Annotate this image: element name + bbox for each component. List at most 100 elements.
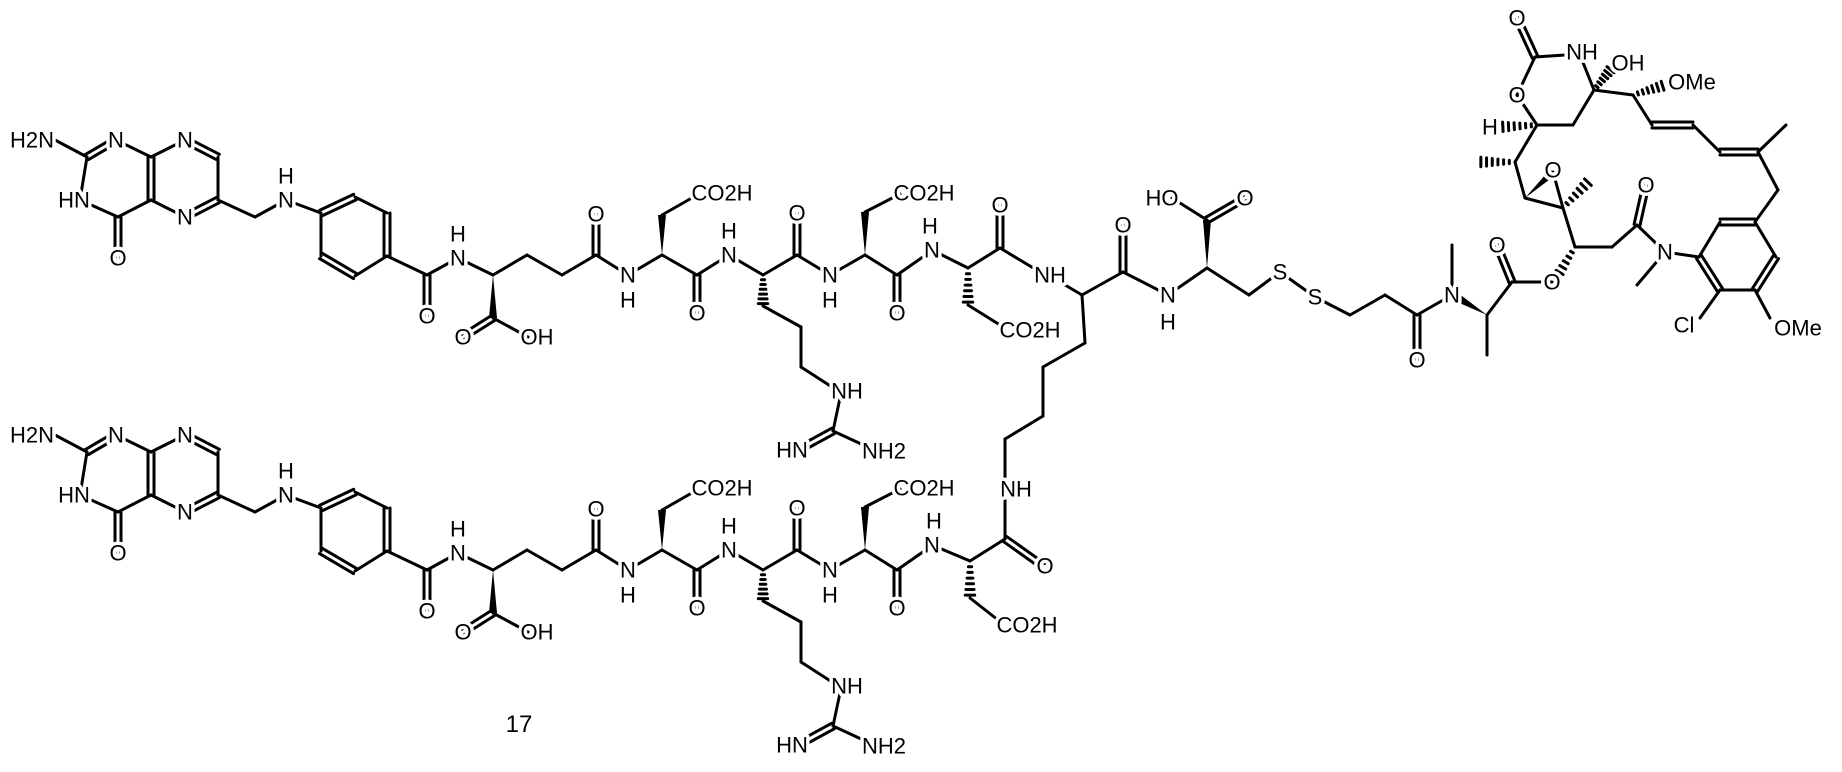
atom-label: H — [620, 288, 636, 313]
single-bond — [387, 256, 427, 275]
atom-label: N — [620, 558, 636, 583]
single-bond — [218, 495, 255, 512]
atom-label: O — [418, 599, 435, 624]
atom-label: N — [278, 483, 294, 508]
atom-label: H — [822, 583, 838, 608]
atom-label: H — [1482, 115, 1498, 140]
single-bond — [865, 255, 897, 275]
atom-label: N — [721, 243, 737, 268]
single-bond — [1515, 125, 1537, 162]
single-bond — [865, 550, 897, 570]
atom-label: O — [1114, 213, 1131, 238]
atom-label: N — [177, 128, 193, 153]
atom-label: H — [721, 219, 737, 244]
single-bond — [355, 197, 387, 213]
atom-label: O — [688, 301, 705, 326]
atom-label: O — [1036, 554, 1053, 579]
atom-label: O — [1508, 6, 1525, 31]
single-bond — [1755, 190, 1778, 222]
atom-label: O — [418, 304, 435, 329]
atom-label: O — [688, 596, 705, 621]
atom-label: O — [109, 246, 126, 271]
atom-label: CO2H — [691, 181, 752, 206]
single-bond — [1758, 152, 1778, 190]
atom-label: OMe — [1668, 70, 1716, 95]
single-bond — [355, 551, 387, 571]
atom-label: H — [450, 222, 466, 247]
single-bond — [55, 140, 87, 157]
wedge-bond — [658, 510, 666, 550]
atom-label: NH — [1566, 40, 1598, 65]
atom-label: NH — [831, 674, 863, 699]
atom-label: N — [177, 500, 193, 525]
atom-label: N — [1160, 283, 1176, 308]
wedge-bond — [1456, 295, 1487, 315]
atom-label: CO2H — [893, 181, 954, 206]
single-bond — [1005, 416, 1043, 439]
atom-label: O — [587, 202, 604, 227]
single-bond — [662, 255, 697, 275]
single-bond — [1758, 125, 1786, 152]
atom-label: N — [1657, 240, 1673, 265]
single-bond — [1385, 295, 1417, 315]
atom-label: N — [450, 246, 466, 271]
single-bond — [1582, 60, 1594, 90]
atom-label: H — [278, 164, 294, 189]
hashed-bond — [1481, 157, 1509, 166]
atom-label: H — [721, 514, 737, 539]
single-bond — [801, 662, 832, 682]
atom-label: N — [278, 188, 294, 213]
double-bond — [1752, 255, 1778, 291]
single-bond — [55, 435, 87, 452]
single-bond — [1699, 222, 1720, 257]
double-bond — [320, 194, 357, 215]
single-bond — [1612, 225, 1637, 247]
atom-label: O — [888, 301, 905, 326]
atom-label: OH — [521, 325, 554, 350]
atom-label: N — [924, 533, 940, 558]
single-bond — [1515, 162, 1525, 198]
single-bond — [763, 550, 797, 570]
atom-label: O — [788, 201, 805, 226]
atom-label: N — [1444, 283, 1460, 308]
double-bond — [384, 508, 390, 551]
single-bond — [355, 492, 387, 508]
atom-label: CO2H — [691, 476, 752, 501]
atom-label: NH — [1000, 477, 1032, 502]
double-bond — [148, 452, 154, 495]
double-bond — [319, 548, 356, 573]
double-bond — [1696, 255, 1722, 291]
atom-label: O — [1637, 173, 1654, 198]
single-bond — [662, 550, 697, 570]
atom-label: CO2H — [999, 318, 1060, 343]
bonds-layer — [55, 17, 1786, 747]
single-bond — [355, 256, 387, 276]
atom-label: O — [1543, 270, 1560, 295]
double-bond — [319, 253, 356, 278]
single-bond — [970, 598, 998, 620]
single-bond — [1207, 268, 1249, 295]
atom-label: O — [109, 541, 126, 566]
single-bond — [1693, 125, 1720, 152]
atom-label: HO — [1146, 186, 1179, 211]
double-bond — [1720, 149, 1758, 155]
single-bond — [801, 367, 832, 387]
single-bond — [1082, 295, 1085, 343]
atom-label: CO2H — [893, 476, 954, 501]
atom-label: O — [1236, 186, 1253, 211]
wedge-bond — [489, 275, 497, 318]
single-bond — [493, 550, 527, 570]
atom-label: O — [1544, 158, 1561, 183]
single-bond — [970, 539, 1005, 561]
wedge-bond — [489, 570, 497, 613]
atom-label: H — [926, 509, 942, 534]
atom-label: HN — [58, 483, 90, 508]
wedge-bond — [1203, 220, 1211, 268]
single-bond — [1082, 272, 1123, 295]
wedge-bond — [861, 507, 869, 550]
hashed-bond — [1566, 179, 1591, 205]
atom-label: H — [922, 214, 938, 239]
atom-label: O — [991, 193, 1008, 218]
atom-label: O — [454, 325, 471, 350]
